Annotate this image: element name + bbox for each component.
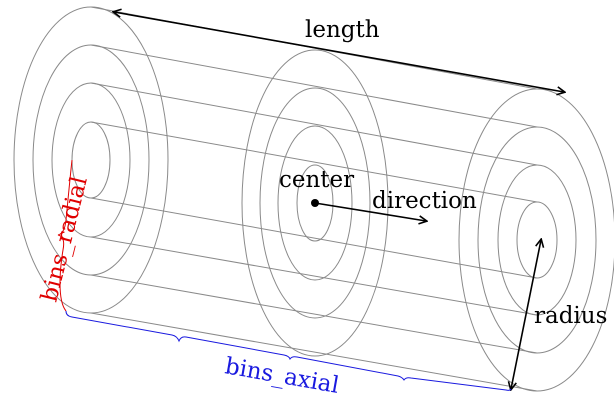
center-label: center xyxy=(279,167,354,193)
middle-ring-3 xyxy=(277,125,353,281)
direction-label: direction xyxy=(372,188,477,214)
right-ring-1 xyxy=(458,88,614,392)
middle-ring-4 xyxy=(296,164,334,242)
radius-arrow xyxy=(511,240,541,389)
long-line-bot-1 xyxy=(90,312,538,392)
axial-bins-brace xyxy=(65,310,512,391)
left-end-rings xyxy=(13,6,169,314)
radial-bins-brace xyxy=(57,159,73,312)
left-ring-1 xyxy=(13,6,169,314)
direction-arrow xyxy=(314,202,426,221)
axial-bins-label: bins_axial xyxy=(223,353,341,394)
length-label: length xyxy=(305,17,380,43)
long-line-bot-3 xyxy=(90,236,538,316)
right-ring-4 xyxy=(516,201,558,279)
radius-label: radius xyxy=(534,303,607,329)
radial-bins-label: bins_radial xyxy=(37,174,93,305)
right-ring-3 xyxy=(497,164,577,316)
long-line-top-4 xyxy=(90,121,538,203)
length-arrow xyxy=(114,12,564,92)
long-line-top-3 xyxy=(90,82,538,166)
long-line-bot-2 xyxy=(90,274,538,354)
long-line-bot-4 xyxy=(90,197,538,279)
right-end-rings xyxy=(458,88,614,392)
